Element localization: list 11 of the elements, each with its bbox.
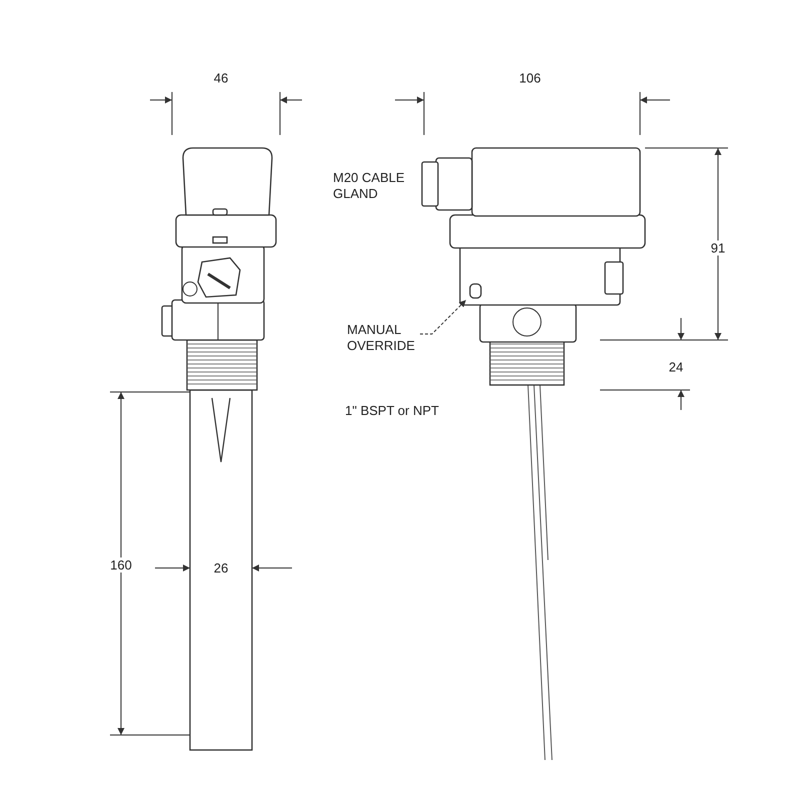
dimension-value: 26 [212, 560, 230, 576]
override-button [469, 283, 482, 299]
leader-line [420, 300, 466, 334]
dimension-value: 91 [708, 240, 728, 256]
dimension-value: 106 [517, 70, 543, 86]
part-label: M20 CABLE GLAND [333, 170, 406, 202]
dimension-value: 160 [108, 558, 134, 572]
dimension-value: 24 [666, 360, 686, 374]
thread-spec-label: 1" BSPT or NPT [345, 403, 439, 419]
dimension-value: 46 [212, 70, 230, 86]
callout-label: MANUAL OVERRIDE [347, 322, 427, 354]
